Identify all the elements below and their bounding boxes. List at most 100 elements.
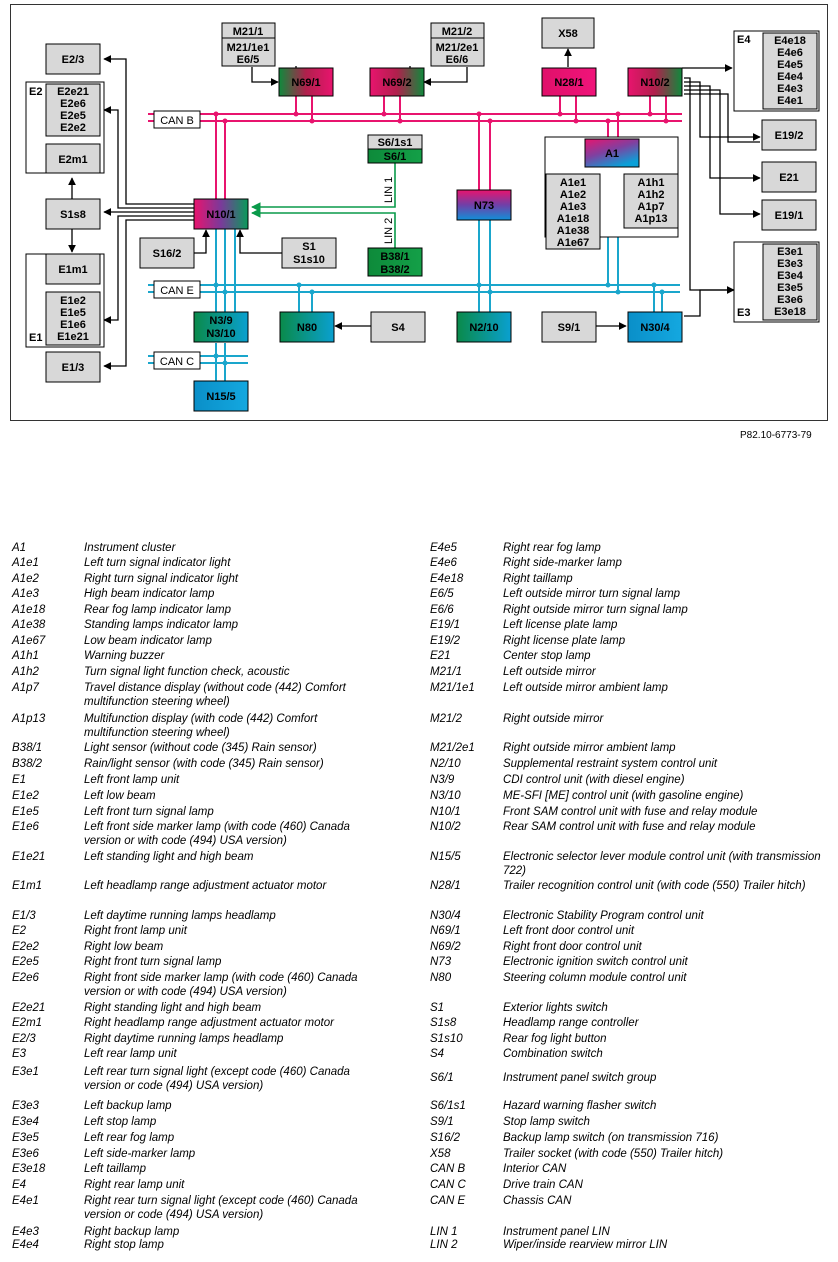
legend-code: CAN C [430,1179,466,1191]
legend-code: N3/9 [430,774,455,786]
legend-code: E1m1 [12,880,43,892]
lin-lines [251,163,396,248]
legend-description: High beam indicator lamp [84,588,215,600]
e6-5-label: E6/5 [237,54,260,66]
e19-1-label: E19/1 [775,210,804,222]
e1-3-label: E1/3 [62,362,85,374]
legend-description: Multifunction display (with code (442) C… [84,713,318,739]
s9-1-box: S9/1 [541,311,597,343]
m21-1e1-label: M21/1e1 [227,42,270,54]
legend-code: E4e5 [430,542,457,554]
legend-description: Instrument panel switch group [503,1072,657,1084]
legend-code: E2e5 [12,956,39,968]
legend-code: M21/2 [430,713,462,725]
legend-description: Drive train CAN [503,1179,583,1191]
b38-box: B38/1 B38/2 [367,247,423,277]
legend-code: E3 [12,1048,27,1060]
e4e4-label: E4e4 [777,71,804,83]
e2-3-label: E2/3 [62,54,85,66]
n30-4-box: N30/4 [627,311,683,343]
legend-code: S4 [430,1048,445,1060]
legend-code: A1e18 [12,604,46,616]
legend-description: Hazard warning flasher switch [503,1100,657,1112]
legend-code: E3e3 [12,1100,39,1112]
legend-description: Left turn signal indicator light [84,557,231,569]
s9-1-label: S9/1 [558,322,581,334]
a1h2-label: A1h2 [638,189,665,201]
s16-2-label: S16/2 [153,248,182,260]
legend-code: N28/1 [430,880,461,892]
legend-description: Trailer recognition control unit (with c… [503,880,806,892]
b38-2-label: B38/2 [380,264,409,276]
legend-description: Right rear lamp unit [84,1179,185,1191]
legend-description: Left front lamp unit [84,774,180,786]
legend-code: E4e6 [430,557,457,569]
legend-description: Low beam indicator lamp [84,635,212,647]
legend-description: Electronic Stability Program control uni… [503,910,704,922]
legend-code: E3e1 [12,1066,39,1078]
legend-description: Right standing light and high beam [84,1002,262,1014]
e1e5-label: E1e5 [60,307,86,319]
legend-description: Right front lamp unit [84,925,187,937]
legend-description: Left front side marker lamp (with code (… [84,821,350,847]
legend-description: Turn signal light function check, acoust… [84,666,290,678]
legend-description: Right license plate lamp [503,635,626,647]
legend-description: Left taillamp [84,1163,147,1175]
legend-description: Right front side marker lamp (with code … [84,972,358,998]
legend-code: LIN 1 [430,1226,458,1238]
legend-description: Left rear lamp unit [84,1048,177,1060]
legend-code: E4e1 [12,1195,39,1207]
legend-description: Left low beam [84,790,156,802]
legend-code: E19/1 [430,619,461,631]
a1h1-label: A1h1 [638,177,665,189]
m21-2-box: M21/2 M21/2e1 E6/6 [430,22,485,67]
n15-5-label: N15/5 [206,391,235,403]
legend-description: Steering column module control unit [503,972,687,984]
e3e3-label: E3e3 [777,258,803,270]
legend-code: B38/2 [12,758,43,770]
legend-description: Instrument cluster [84,542,176,554]
a1e18-label: A1e18 [557,213,589,225]
legend-description: Right front turn signal lamp [84,956,222,968]
legend-description: Left outside mirror turn signal lamp [503,588,681,600]
legend-code: S9/1 [430,1116,454,1128]
legend-code: E1e21 [12,851,46,863]
legend-code: B38/1 [12,742,43,754]
legend-description: Rear fog light button [503,1033,607,1045]
legend-code: E6/5 [430,588,454,600]
legend-code: S6/1 [430,1072,454,1084]
legend-code: E1e5 [12,806,39,818]
a1p13-label: A1p13 [634,213,667,225]
e2e21-label: E2e21 [57,86,89,98]
legend-description: Travel distance display (without code (4… [84,682,346,708]
legend-code: A1p7 [12,682,39,694]
legend-description: Stop lamp switch [503,1116,590,1128]
legend-description: Right rear turn signal light (except cod… [84,1195,358,1221]
e1-3-box: E1/3 [45,351,101,383]
e3e4-label: E3e4 [777,270,804,282]
e1e6-label: E1e6 [60,319,86,331]
b38-1-label: B38/1 [380,251,409,263]
legend-description: Left outside mirror [503,666,596,678]
legend-description: Left backup lamp [84,1100,172,1112]
n69-1-label: N69/1 [291,77,320,89]
legend-code: E3e4 [12,1116,39,1128]
legend-code: S6/1s1 [430,1100,466,1112]
n15-5-box: N15/5 [193,380,249,412]
legend-code: E19/2 [430,635,461,647]
e1e2-label: E1e2 [60,295,86,307]
e3e18-label: E3e18 [774,306,806,318]
n73-label: N73 [474,200,494,212]
e2-group: E2 E2e21 E2e6 E2e5 E2e2 E2m1 [25,81,105,174]
legend-code: E1 [12,774,27,786]
e19-1-box: E19/1 [761,199,817,231]
legend-description: Light sensor (without code (345) Rain se… [84,742,317,754]
n80-box: N80 [279,311,335,343]
n28-1-label: N28/1 [554,77,583,89]
legend-description: Left front turn signal lamp [84,806,214,818]
legend-description: Instrument panel LIN [503,1226,610,1238]
x58-label: X58 [558,28,578,40]
legend-code: A1 [12,542,27,554]
legend-code: E1/3 [12,910,36,922]
wiring-diagram: M21/1 M21/1e1 E6/5 M21/2 M21/2e1 E6/6 X5… [10,4,828,421]
